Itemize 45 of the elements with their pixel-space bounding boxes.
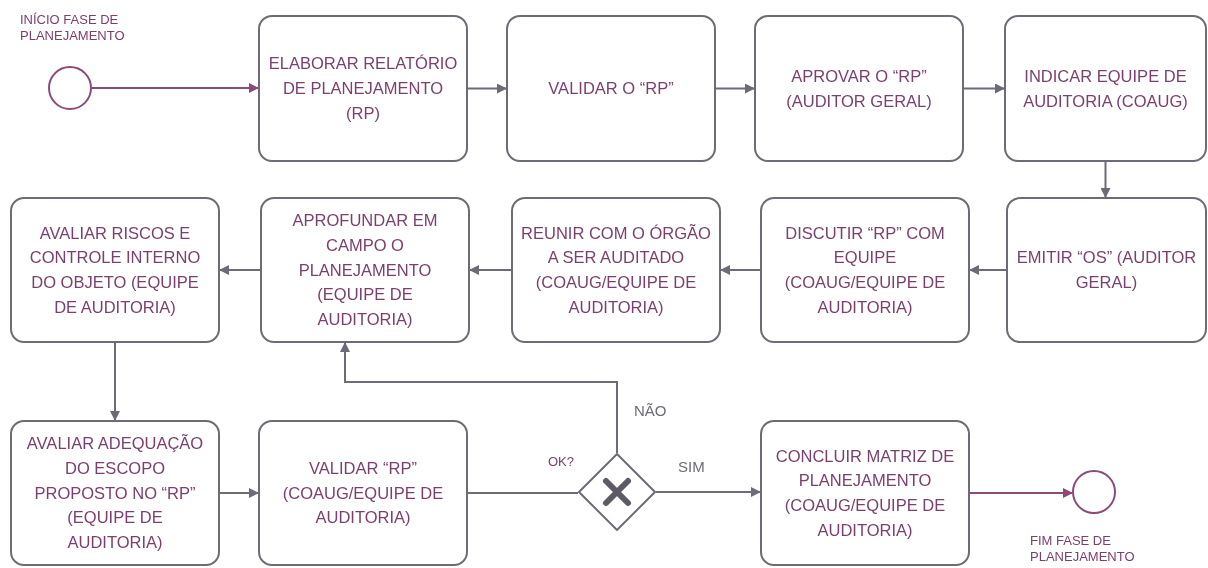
process-text: EMITIR “OS” (AUDITOR GERAL) xyxy=(1016,247,1197,293)
arrow xyxy=(219,488,259,498)
process-box xyxy=(760,197,970,343)
process-text: AVALIAR ADEQUAÇÃO DO ESCOPO PROPOSTO NO “RP” (EQUIPE DE AUDITORIA) xyxy=(25,433,205,554)
arrow xyxy=(110,342,120,421)
process-box xyxy=(1004,15,1207,162)
process-text: APROVAR O “RP” (AUDITOR GERAL) xyxy=(785,65,933,112)
process-box xyxy=(1006,197,1207,343)
arrow xyxy=(1100,161,1111,198)
process-text: VALIDAR O “RP” xyxy=(548,78,674,100)
process-box xyxy=(260,197,470,343)
event-label: INÍCIO FASE DE PLANEJAMENTO xyxy=(20,12,126,45)
arrow xyxy=(720,265,761,275)
process-text: AVALIAR RISCOS E CONTROLE INTERNO DO OBJETO (EQUIPE DE AUDITORIA) xyxy=(28,222,202,318)
arrow xyxy=(219,265,261,275)
event-label: FIM FASE DE PLANEJAMENTO xyxy=(1030,533,1136,566)
arrow xyxy=(969,265,1007,275)
arrow xyxy=(715,83,755,94)
arrow xyxy=(969,488,1073,498)
process-text: REUNIR COM O ÓRGÃO A SER AUDITADO (COAUG/EQUIPE DE AUDITORIA) xyxy=(521,222,711,318)
process-text: ELABORAR RELATÓRIO DE PLANEJAMENTO (RP) xyxy=(268,53,458,124)
process-box xyxy=(506,15,716,162)
process-box xyxy=(760,420,970,566)
arrow xyxy=(340,342,618,454)
gateway-label: OK? xyxy=(548,454,575,471)
arrow xyxy=(655,487,761,497)
process-text: INDICAR EQUIPE DE AUDITORIA (COAUG) xyxy=(1022,65,1189,112)
process-text: VALIDAR “RP” (COAUG/EQUIPE DE AUDITORIA) xyxy=(281,457,445,529)
process-box xyxy=(511,197,721,343)
arrow xyxy=(467,83,507,94)
process-box xyxy=(10,420,220,566)
process-box xyxy=(754,15,964,162)
process-box xyxy=(258,420,468,566)
process-text: DISCUTIR “RP” COM EQUIPE (COAUG/EQUIPE DE AUDITORIA) xyxy=(783,222,947,318)
arrow xyxy=(91,83,259,93)
process-box xyxy=(10,197,220,343)
process-text: APROFUNDAR EM CAMPO O PLANEJAMENTO (EQUIPE DE AUDITORIA) xyxy=(291,210,439,331)
edge-label: NÃO xyxy=(632,402,669,419)
start-event-circle xyxy=(48,66,92,110)
process-text: CONCLUIR MATRIZ DE PLANEJAMENTO (COAUG/EQUIPE DE AUDITORIA) xyxy=(774,445,956,541)
process-box xyxy=(258,15,468,162)
gateway-diamond xyxy=(578,453,656,531)
arrow xyxy=(963,83,1005,94)
end-event-circle xyxy=(1072,470,1116,514)
arrow xyxy=(469,265,512,275)
